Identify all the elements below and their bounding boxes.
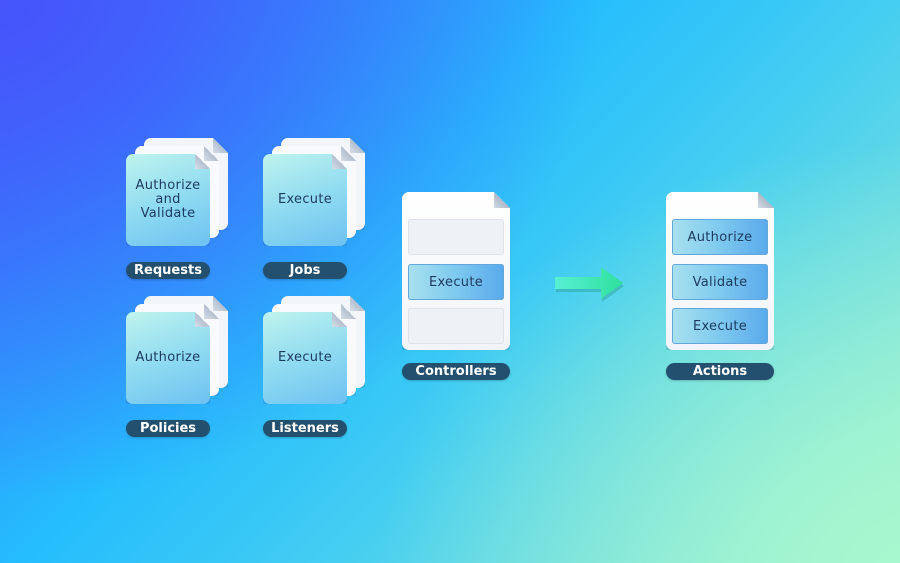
requests-card-text: Authorize and Validate xyxy=(135,178,201,221)
actions-validate-slot: Validate xyxy=(672,264,768,300)
controllers-slot-text: Execute xyxy=(428,274,484,290)
jobs-card-text: Execute xyxy=(277,192,333,207)
policies-card: Authorize xyxy=(126,312,210,404)
listeners-card-text: Execute xyxy=(277,350,333,365)
requests-label: Requests xyxy=(126,262,210,279)
jobs-card: Execute xyxy=(263,154,347,246)
actions-authorize-slot: Authorize xyxy=(672,219,768,255)
policies-card-text: Authorize xyxy=(135,350,201,365)
policies-document-stack: Authorize xyxy=(126,296,230,400)
actions-slot-text: Execute xyxy=(692,318,748,334)
page-fold-icon xyxy=(758,192,774,208)
actions-label: Actions xyxy=(666,363,774,380)
arrow-right-icon xyxy=(555,267,624,302)
jobs-label: Jobs xyxy=(263,262,347,279)
actions-slot-text: Validate xyxy=(692,274,748,290)
requests-document-stack: Authorize and Validate xyxy=(126,138,230,242)
listeners-label: Listeners xyxy=(263,420,347,437)
actions-execute-slot: Execute xyxy=(672,308,768,344)
policies-label: Policies xyxy=(126,420,210,437)
controllers-execute-slot: Execute xyxy=(408,264,504,300)
controllers-document: Execute xyxy=(402,192,510,350)
jobs-document-stack: Execute xyxy=(263,138,367,242)
controllers-label: Controllers xyxy=(402,363,510,380)
controllers-empty-slot xyxy=(408,219,504,255)
listeners-card: Execute xyxy=(263,312,347,404)
page-fold-icon xyxy=(494,192,510,208)
requests-card: Authorize and Validate xyxy=(126,154,210,246)
actions-document: Authorize Validate Execute xyxy=(666,192,774,350)
listeners-document-stack: Execute xyxy=(263,296,367,400)
actions-slot-text: Authorize xyxy=(687,229,753,245)
controllers-empty-slot xyxy=(408,308,504,344)
